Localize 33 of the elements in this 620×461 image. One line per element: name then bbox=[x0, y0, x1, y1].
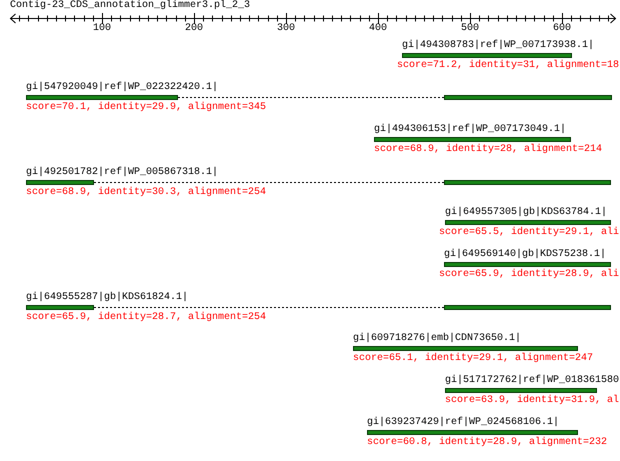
tick-label: 500 bbox=[461, 23, 480, 35]
sequence-id-label: gi|649557305|gb|KDS63784.1| bbox=[445, 207, 608, 219]
tick-label: 400 bbox=[369, 23, 388, 35]
alignment-stats-text: score=65.9, identity=28.7, alignment=254 bbox=[26, 312, 266, 324]
track-title: Contig-23_CDS_annotation_glimmer3.pl_2_3 bbox=[10, 0, 250, 12]
sequence-id-label: gi|609718276|emb|CDN73650.1| bbox=[353, 333, 522, 345]
sequence-id-label: gi|492501782|ref|WP_005867318.1| bbox=[26, 167, 218, 179]
alignment-stats-text: score=68.9, identity=28, alignment=214 bbox=[374, 144, 602, 156]
sequence-id-label: gi|649555287|gb|KDS61824.1| bbox=[26, 292, 188, 304]
alignment-stats-text: score=65.5, identity=29.1, ali bbox=[438, 227, 619, 239]
sequence-id-label: gi|649569140|gb|KDS75238.1| bbox=[444, 249, 606, 261]
gap-line bbox=[94, 182, 444, 183]
alignment-bar bbox=[444, 305, 611, 310]
sequence-id-label: gi|639237429|ref|WP_024568106.1| bbox=[367, 417, 560, 429]
tick-label: 300 bbox=[277, 23, 296, 35]
alignment-stats-text: score=68.9, identity=30.3, alignment=254 bbox=[26, 187, 266, 199]
alignment-stats-text: score=70.1, identity=29.9, alignment=345 bbox=[26, 102, 266, 114]
alignment-stats-text: score=65.1, identity=29.1, alignment=247 bbox=[353, 353, 594, 365]
gap-line bbox=[178, 97, 444, 98]
alignment-stats-text: score=60.8, identity=28.9, alignment=232 bbox=[367, 437, 608, 449]
tick-label: 100 bbox=[93, 23, 112, 35]
sequence-id-label: gi|547920049|ref|WP_022322420.1| bbox=[26, 82, 218, 94]
alignment-bar bbox=[444, 95, 612, 100]
sequence-id-label: gi|494308783|ref|WP_007173938.1| bbox=[402, 40, 594, 52]
alignment-stats-text: score=65.9, identity=28.9, ali bbox=[438, 269, 619, 281]
alignment-stats-text: score=71.2, identity=31, alignment=18 bbox=[396, 60, 619, 72]
tick-label: 200 bbox=[185, 23, 204, 35]
alignment-bar bbox=[444, 180, 611, 185]
sequence-id-label: gi|494306153|ref|WP_007173049.1| bbox=[374, 124, 566, 136]
tick-label: 600 bbox=[553, 23, 572, 35]
sequence-id-label: gi|517172762|ref|WP_018361580 bbox=[445, 375, 620, 387]
gap-line bbox=[94, 307, 444, 308]
alignment-stats-text: score=63.9, identity=31.9, al bbox=[444, 395, 619, 407]
